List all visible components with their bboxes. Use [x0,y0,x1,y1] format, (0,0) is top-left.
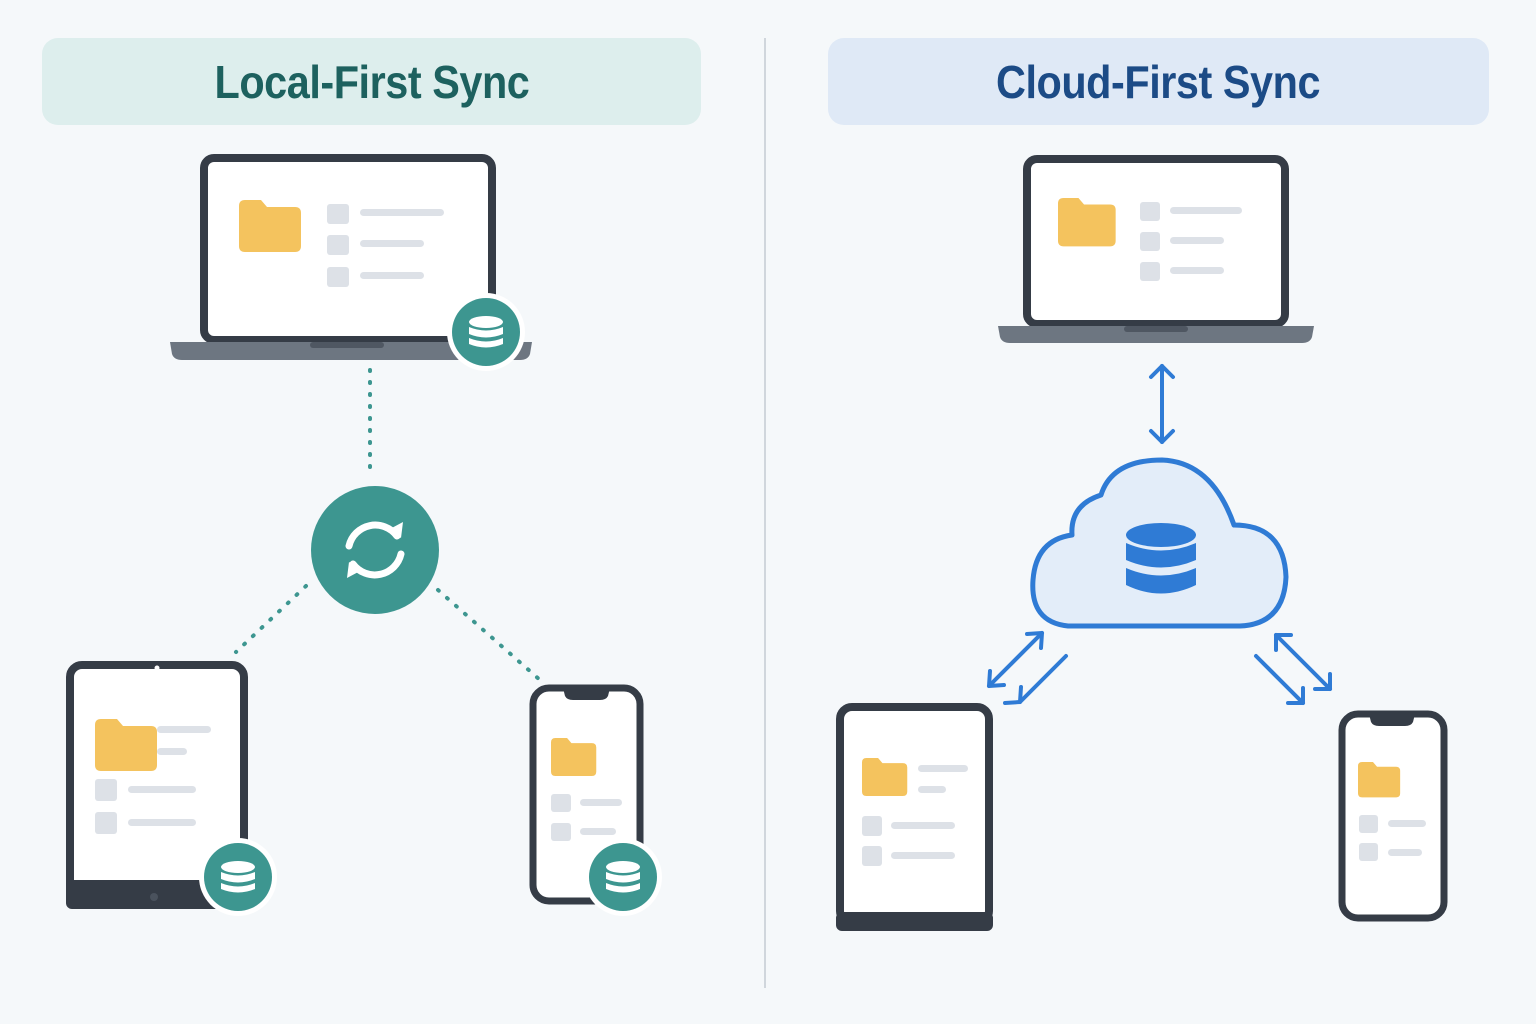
cloud-laptop-icon [998,155,1314,343]
folder-icon [862,758,908,796]
cloud-tablet-arrows [987,631,1068,705]
cloud-first-title: Cloud-First Sync [996,55,1321,108]
folder-icon [1358,762,1401,798]
laptop-database-icon [447,293,525,371]
bidirectional-arrow-icon [1149,364,1175,444]
local-first-title: Local-First Sync [214,55,529,108]
folder-icon [551,738,597,776]
sync-icon [311,486,439,614]
cloud-tablet-icon [836,703,993,931]
panel-divider [764,38,766,988]
cloud-database-icon [1126,523,1196,594]
local-first-title-banner: Local-First Sync [42,38,701,125]
phone-database-icon [584,838,662,916]
cloud-first-title-banner: Cloud-First Sync [828,38,1489,125]
cloud-phone-arrows [1254,633,1332,705]
local-laptop-icon [170,154,532,360]
folder-icon [1058,198,1116,247]
cloud-phone-icon [1338,710,1448,922]
folder-icon [239,200,301,252]
local-sync-connections [234,368,542,682]
cloud-icon [1030,457,1289,629]
folder-icon [95,719,157,771]
tablet-database-icon [199,838,277,916]
